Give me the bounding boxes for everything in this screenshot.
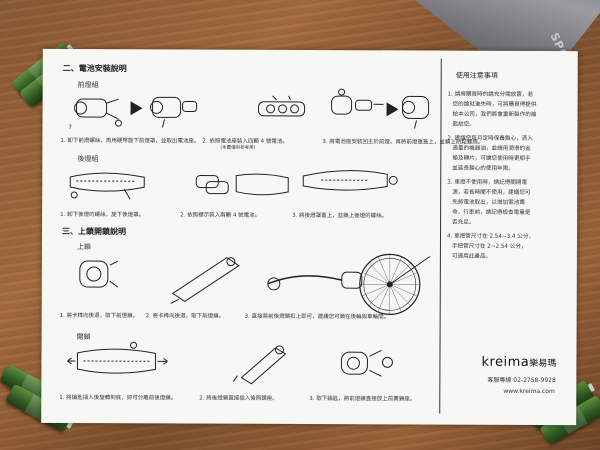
rear-light-closed-illustration xyxy=(297,162,402,198)
instruction-sheet: 二、電池安裝說明 前燈組 ? 1. 卸下前燈螺絲，再用硬幣旋下前燈罩，並取出電池… xyxy=(41,48,578,426)
note-line: 先將電池取出，以增加電池壽 xyxy=(452,199,525,206)
battery-holder-illustration xyxy=(252,92,314,130)
note-line: 墊及轉片，可讓您使用時更順手 xyxy=(452,155,531,162)
notes-title: 使用注意事項 xyxy=(455,71,498,80)
battery-section-title: 二、電池安裝說明 xyxy=(62,63,127,74)
note-line: 並延長鎖心的使用年限。 xyxy=(452,165,514,172)
rear-light-illustration-1 xyxy=(64,163,154,201)
note-line: 否充足。 xyxy=(452,219,475,226)
note-line: 2. 建議您每月定時保養鎖心，滴入 xyxy=(447,135,533,142)
note-line: 源，若長時間不使用，建議您可 xyxy=(452,189,531,196)
note-line: 適量的機器油，並請用潤滑的金 xyxy=(452,145,531,152)
unlock-step-3: 3. 取下鑰匙，將前燈鎖直接放上前置鎖座。 xyxy=(309,396,416,403)
brand-url[interactable]: www.kreima.com xyxy=(503,387,555,396)
note-line: 命，行車前，請記得檢查電量是 xyxy=(452,209,531,216)
customer-service-line: 客服專線 02-2758-9928 xyxy=(487,376,556,385)
lock-step-3: 3. 直接將前後燈鎖扣上即可，建議您可鎖在後輪與車輪間。 xyxy=(244,313,390,321)
front-light-finished-illustration xyxy=(398,88,438,130)
lock-step-1: 1. 將卡榫向後退，取下前燈鎖。 xyxy=(59,312,139,320)
step-arrow-icon xyxy=(130,101,143,116)
step-arrow-icon xyxy=(386,102,399,117)
front-step-2: 2. 依照電池座裝入四顆 4 號電池。 xyxy=(202,138,288,145)
note-line: 給本公司，我們將會重新製作的論 xyxy=(452,111,537,118)
brand-logo: kreima樂易瑪 xyxy=(481,351,556,370)
note-line: 4. 車把管尺寸在 2.54~3.4 公分， xyxy=(446,233,535,240)
front-light-illustration-1: ? xyxy=(66,89,126,131)
note-line: 1. 請將購買時的論充分閱放置，若 xyxy=(447,91,534,98)
rear-step-2: 2. 依照標示裝入兩顆 4 號電池。 xyxy=(180,212,261,219)
note-line: 手把管尺寸在 2~2.54 公分， xyxy=(451,243,527,250)
unlock-step-1: 1. 將鑰匙插入後旋轉到底，即可分離前後燈鎖。 xyxy=(59,394,177,402)
svg-text:?: ? xyxy=(68,124,71,131)
unlock-step-2: 2. 將後燈鎖直接插入後照鏡座。 xyxy=(199,395,278,402)
note-line: 匙給您。 xyxy=(452,121,475,128)
note-line: 您的論就進失時，可將購買得提供 xyxy=(452,101,537,108)
column-divider xyxy=(439,58,442,414)
unlock-illustration-1 xyxy=(63,341,173,381)
front-light-illustration-2 xyxy=(144,89,202,131)
rear-battery-illustration xyxy=(192,167,292,199)
unlock-illustration-3 xyxy=(331,340,401,384)
front-step-note: (本圖僅供參考用) xyxy=(220,145,256,151)
bicycle-wheel-illustration xyxy=(350,246,434,318)
lock-illustration-3 xyxy=(262,260,372,304)
front-step-1: 1. 卸下前燈螺絲，再用硬幣旋下前燈罩，並取出電池座。 xyxy=(60,137,200,145)
lock-label: 上鎖 xyxy=(76,242,91,252)
brand-logo-text: kreima xyxy=(481,354,530,370)
lock-step-2: 2. 將卡榫向後退，取下前燈鎖。 xyxy=(145,313,225,320)
lock-section-title: 三、上鎖開鎖說明 xyxy=(62,226,127,237)
front-light-assembly-illustration xyxy=(327,86,385,128)
unlock-illustration-2 xyxy=(231,340,301,386)
rear-step-1: 1. 卸下後燈的螺絲，旋下後燈罩。 xyxy=(60,211,145,219)
note-line: 可適用此產品。 xyxy=(451,253,492,260)
rear-step-3: 3. 將後燈罩蓋上，並鎖上後燈的螺絲。 xyxy=(292,212,388,220)
note-line: 3. 車燈不使用時，請記得關閉電 xyxy=(447,179,528,186)
lock-illustration-2 xyxy=(167,249,247,305)
lock-illustration-1 xyxy=(72,253,122,299)
brand-name: 樂易瑪 xyxy=(529,358,557,370)
